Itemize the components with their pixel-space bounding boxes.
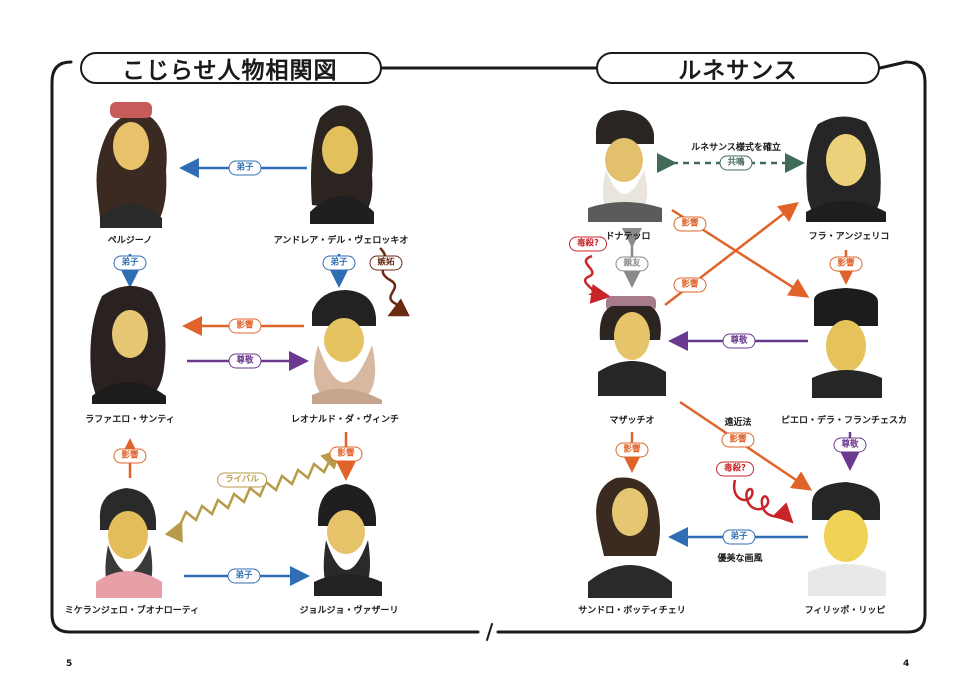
page-frame <box>50 60 927 641</box>
left-title-pill: こじらせ人物相関図 <box>80 52 382 84</box>
portrait-vasari <box>314 484 382 596</box>
right-title: ルネサンス <box>678 58 798 84</box>
portrait-verrocchio <box>310 105 374 224</box>
note-renaissance-style: ルネサンス様式を確立 <box>691 143 781 153</box>
badge-poison-1: 毒殺? <box>569 236 607 252</box>
badge-donatello-piero: 影響 <box>673 216 707 232</box>
portrait-michelangelo <box>96 488 162 598</box>
badge-piero-lippi: 尊敬 <box>833 437 867 453</box>
badge-perugino-raphael: 弟子 <box>113 255 147 271</box>
portrait-botticelli <box>588 477 672 598</box>
note-graceful-style: 優美な画風 <box>717 554 763 564</box>
badge-leonardo-raphael: 影響 <box>228 318 262 334</box>
name-verrocchio: アンドレア・デル・ヴェロッキオ <box>273 236 409 246</box>
page-number-right: 4 <box>903 659 910 669</box>
badge-friends: 親友 <box>615 256 649 272</box>
name-perugino: ペルジーノ <box>107 236 153 246</box>
badge-michelangelo-vasari: 弟子 <box>227 568 261 584</box>
portrait-leonardo <box>312 290 382 404</box>
badge-masaccio-angelico: 影響 <box>673 277 707 293</box>
badge-masaccio-lippi: 影響 <box>721 432 755 448</box>
badge-masaccio-botticelli: 影響 <box>615 442 649 458</box>
portrait-donatello <box>588 110 662 222</box>
badge-sympathy: 共鳴 <box>719 155 753 171</box>
portrait-masaccio <box>598 296 666 396</box>
name-donatello: ドナテッロ <box>605 232 651 242</box>
portrait-piero <box>812 288 882 398</box>
page-number-left: 5 <box>66 659 73 669</box>
badge-angelico-piero: 影響 <box>829 256 863 272</box>
name-botticelli: サンドロ・ボッティチェリ <box>578 606 686 616</box>
name-piero: ピエロ・デラ・フランチェスカ <box>780 416 908 426</box>
name-lippi: フィリッポ・リッピ <box>804 606 886 616</box>
name-leonardo: レオナルド・ダ・ヴィンチ <box>290 415 400 425</box>
name-raphael: ラファエロ・サンティ <box>85 415 175 425</box>
badge-jealousy: 嫉妬 <box>369 255 403 271</box>
name-vasari: ジョルジョ・ヴァザーリ <box>299 606 399 616</box>
badge-lippi-botticelli: 弟子 <box>722 529 756 545</box>
name-masaccio: マザッチオ <box>609 416 655 426</box>
badge-piero-masaccio: 尊敬 <box>722 333 756 349</box>
portrait-raphael <box>90 285 166 404</box>
portrait-perugino <box>96 102 167 228</box>
badge-leonardo-vasari: 影響 <box>329 446 363 462</box>
badge-verrocchio-leonardo: 弟子 <box>322 255 356 271</box>
portrait-angelico <box>806 116 886 222</box>
left-title: こじらせ人物相関図 <box>122 58 338 84</box>
portrait-lippi <box>808 482 886 596</box>
badge-verrocchio-perugino: 弟子 <box>228 160 262 176</box>
name-angelico: フラ・アンジェリコ <box>808 232 890 242</box>
badge-poison-2: 毒殺? <box>716 461 754 477</box>
right-title-pill: ルネサンス <box>596 52 880 84</box>
badge-michelangelo-raphael: 影響 <box>113 448 147 464</box>
note-perspective: 遠近法 <box>724 418 752 428</box>
badge-raphael-leonardo: 尊敬 <box>228 353 262 369</box>
name-michelangelo: ミケランジェロ・ブオナローティ <box>64 606 200 616</box>
badge-rival: ライバル <box>217 472 267 488</box>
